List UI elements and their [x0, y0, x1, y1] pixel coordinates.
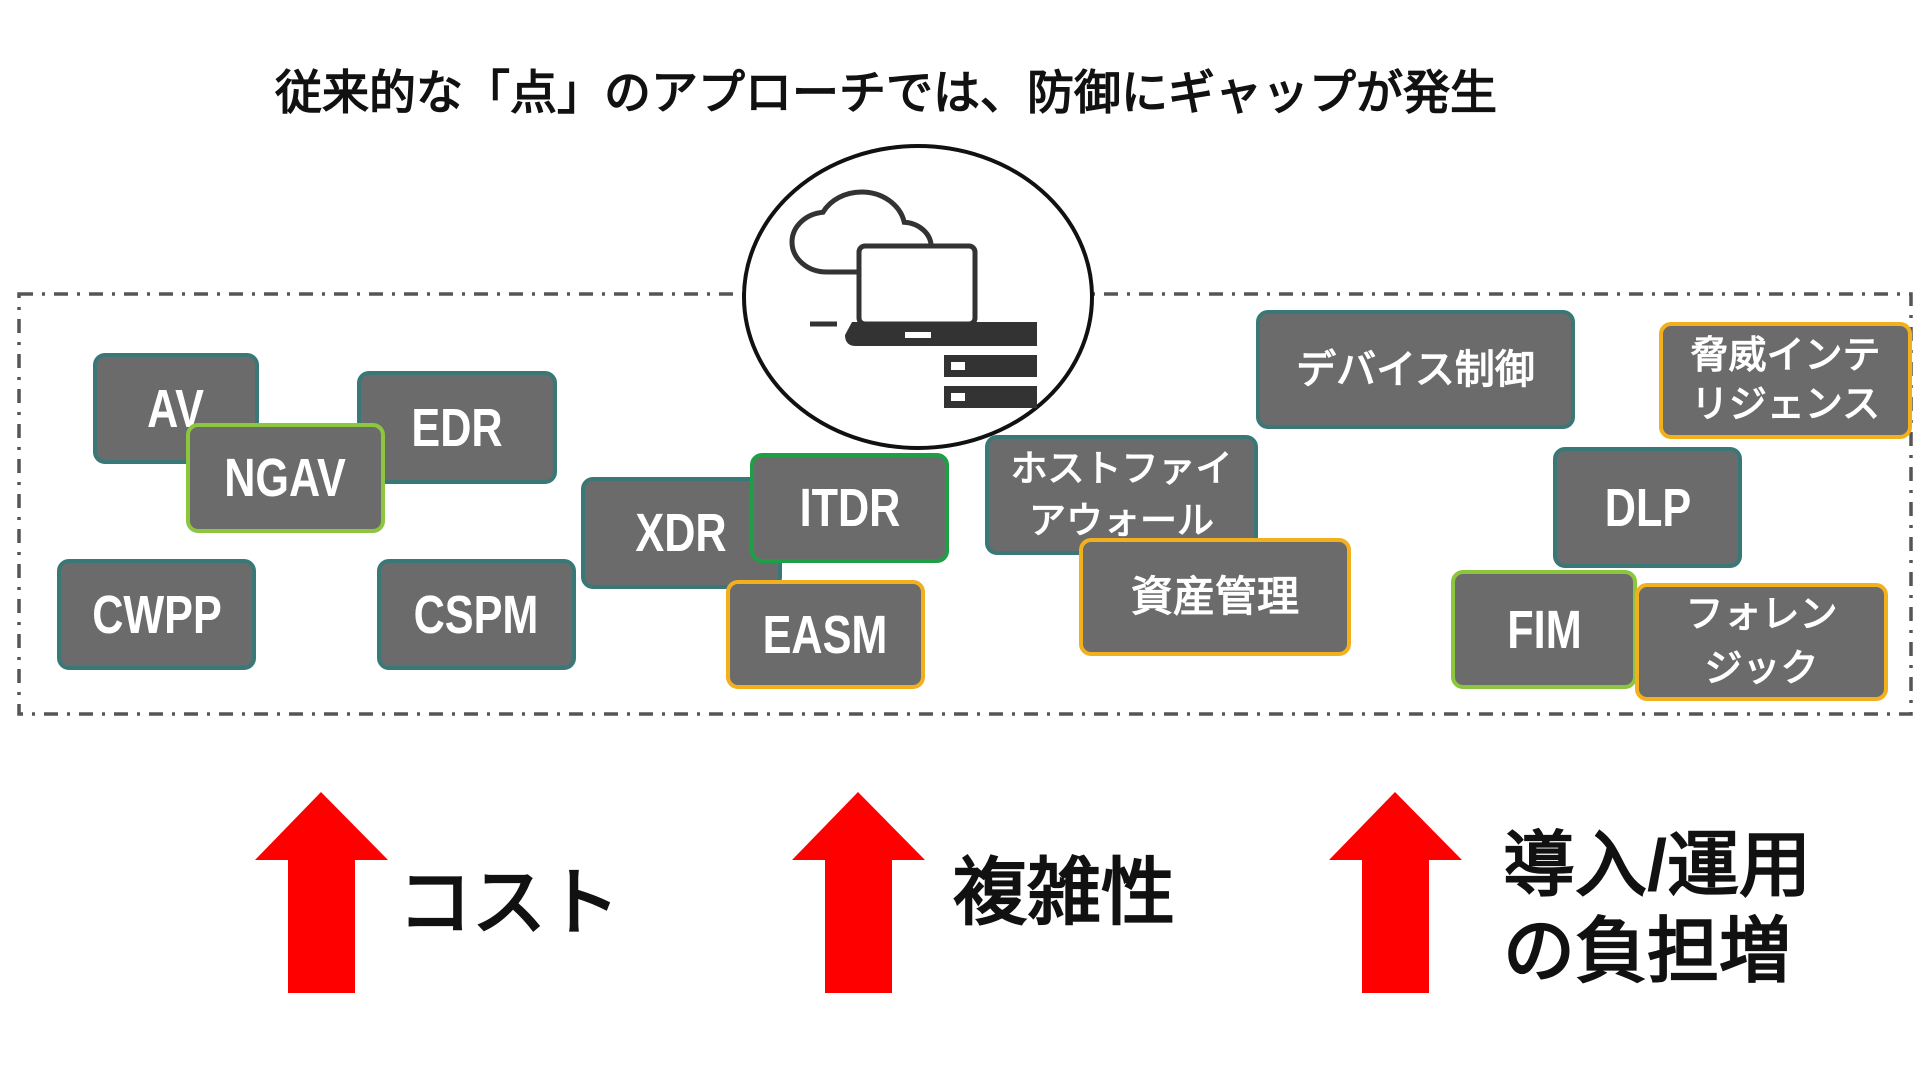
- server-led-bottom: [951, 393, 965, 401]
- laptop-screen: [856, 243, 978, 327]
- impact-label-line-2: の負担増: [1503, 912, 1792, 992]
- server-icon: [944, 355, 1037, 408]
- product-label-line-1: 脅威インテ: [1690, 334, 1881, 377]
- product-box-ngav: NGAV: [186, 423, 385, 533]
- product-box-cspm: CSPM: [377, 559, 576, 670]
- product-box-fim: FIM: [1451, 570, 1637, 689]
- product-box-asset-management: 資産管理: [1079, 538, 1351, 656]
- product-box-host-firewall: ホストファイ アウォール: [985, 435, 1258, 555]
- slide-title: 従来的な「点」のアプローチでは、防御にギャップが発生: [275, 66, 1497, 119]
- product-label: DLP: [1604, 477, 1691, 538]
- product-label-line-2: アウォール: [1029, 500, 1214, 541]
- product-label: 資産管理: [1130, 573, 1299, 620]
- product-box-itdr: ITDR: [750, 453, 949, 563]
- product-label: NGAV: [224, 448, 347, 508]
- server-unit-top: [944, 355, 1037, 377]
- product-label: ITDR: [799, 478, 900, 538]
- impact-label-line: 複雑性: [953, 851, 1175, 934]
- product-label: EASM: [763, 604, 888, 665]
- impact-label-line: コスト: [398, 861, 620, 944]
- cost-up-arrow-icon: [255, 792, 388, 993]
- laptop-icon: [810, 243, 1037, 346]
- product-label: FIM: [1506, 599, 1582, 660]
- laptop-slot: [905, 332, 931, 338]
- product-label: CWPP: [91, 584, 222, 645]
- product-box-xdr: XDR: [581, 477, 782, 589]
- product-box-forensics: フォレン ジック: [1635, 583, 1888, 701]
- product-label: デバイス制御: [1296, 347, 1535, 392]
- product-label: EDR: [411, 397, 503, 458]
- impact-label-line-1: 導入/運用: [1503, 826, 1812, 906]
- product-label-line-1: フォレン: [1685, 594, 1838, 636]
- impact-label-complexity: 複雑性: [953, 848, 1175, 938]
- product-label-line-2: リジェンス: [1690, 383, 1881, 426]
- product-label: CSPM: [414, 584, 539, 645]
- server-unit-bottom: [944, 386, 1037, 408]
- laptop-base: [845, 322, 1037, 346]
- impact-label-workload: 導入/運用 の負担増: [1503, 823, 1811, 995]
- product-label-line-2: ジック: [1704, 648, 1819, 690]
- product-box-dlp: DLP: [1553, 447, 1742, 568]
- server-led-top: [951, 362, 965, 370]
- workload-up-arrow-icon: [1329, 792, 1462, 993]
- product-label-line-1: ホストファイ: [1010, 448, 1233, 489]
- complexity-up-arrow-icon: [792, 792, 925, 993]
- product-box-cwpp: CWPP: [57, 559, 256, 670]
- product-box-edr: EDR: [357, 371, 557, 484]
- product-box-device-control: デバイス制御: [1256, 310, 1575, 429]
- product-box-easm: EASM: [726, 580, 925, 689]
- product-box-threat-intelligence: 脅威インテ リジェンス: [1659, 322, 1912, 439]
- impact-label-cost: コスト: [398, 858, 620, 948]
- product-label: XDR: [635, 503, 728, 563]
